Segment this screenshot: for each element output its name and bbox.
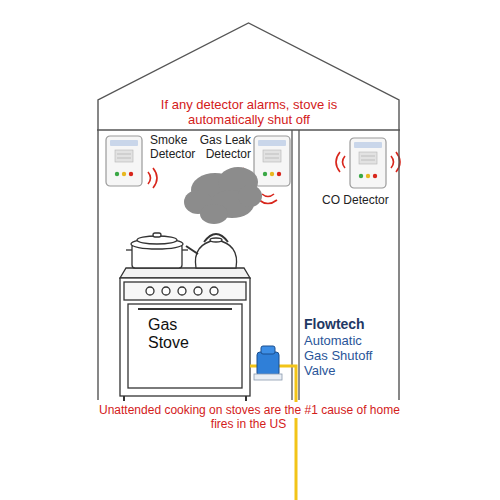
valve-label: Automatic Gas Shutoff Valve	[304, 334, 380, 379]
caption-patch: Unattended cooking on stoves are the #1 …	[97, 402, 402, 432]
shutoff-valve	[254, 346, 282, 380]
gas-pipe	[250, 366, 296, 500]
gas-stove-drawing	[120, 233, 250, 401]
house-line	[98, 23, 399, 400]
brand-name: Flowtech	[304, 316, 394, 332]
smoke-detector	[106, 136, 157, 188]
detector-label: Gas Leak Detector	[197, 134, 251, 162]
detector-label: CO Detector	[322, 194, 398, 208]
stove-box: Gas Stove	[120, 272, 250, 398]
alarm-note: If any detector alarms, stove is automat…	[153, 98, 345, 128]
co-detector	[336, 138, 400, 188]
stove-label: Gas Stove	[148, 316, 212, 353]
house-walls	[97, 130, 400, 400]
caption: Unattended cooking on stoves are the #1 …	[97, 404, 400, 432]
smoke-cloud	[184, 167, 262, 224]
